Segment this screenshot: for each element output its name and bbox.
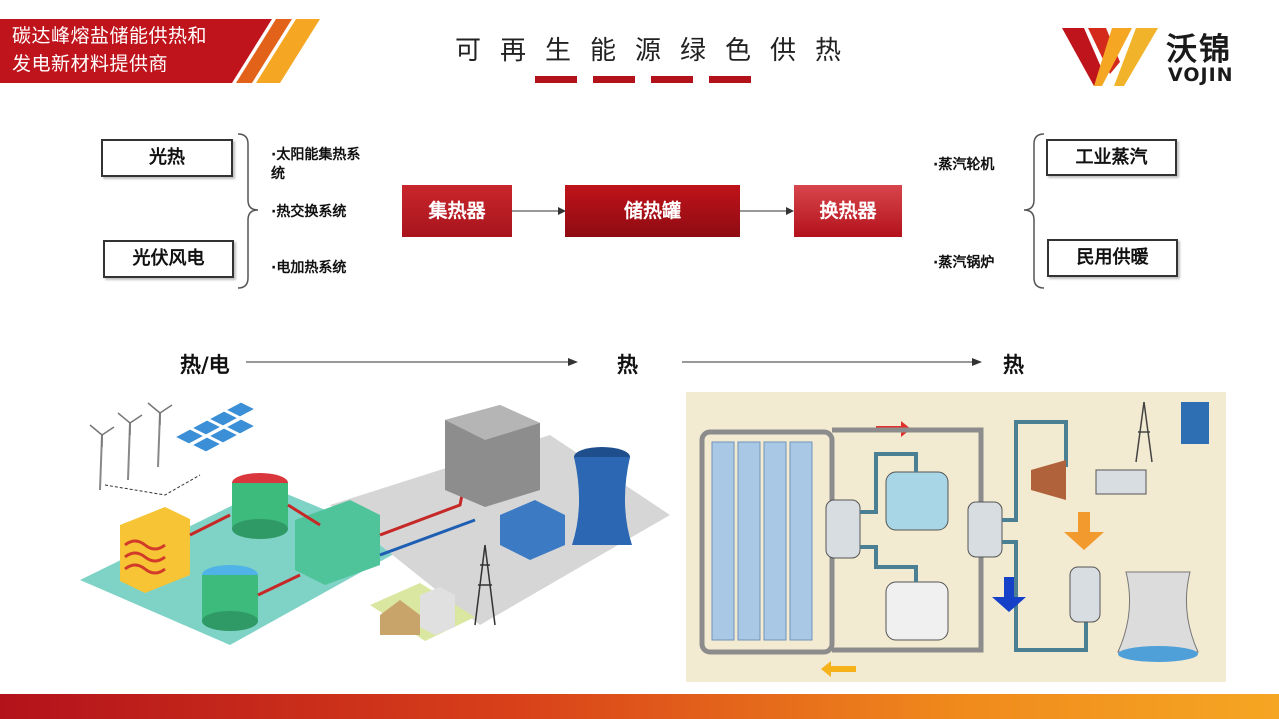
- title-underline-2: [593, 76, 635, 83]
- collector-box: 集热器: [402, 185, 512, 237]
- stage-heat-middle: 热: [617, 353, 638, 377]
- arrow-tank-to-exchanger: [740, 207, 794, 215]
- output-box-civil-heating: 民用供暖: [1047, 239, 1178, 277]
- source-box-solar-thermal: 光热: [101, 139, 233, 177]
- vojin-logo-icon: [1062, 28, 1158, 86]
- header-badge-shape: [0, 19, 320, 83]
- page-title: 可再生能源绿色供热: [455, 36, 861, 66]
- source-box-pv-wind: 光伏风电: [103, 240, 234, 278]
- header-badge-text: 碳达峰熔盐储能供热和 发电新材料提供商: [12, 22, 252, 78]
- logo-chinese-name: 沃锦: [1166, 32, 1232, 68]
- source-item-2: ·热交换系统: [271, 204, 347, 220]
- arrow-collector-to-tank: [512, 207, 566, 215]
- title-underline-3: [651, 76, 693, 83]
- badge-line-1: 碳达峰熔盐储能供热和: [12, 25, 208, 47]
- left-bracket: [237, 133, 259, 289]
- csp-steam-schematic-illustration: [686, 392, 1226, 682]
- title-underline-1: [535, 76, 577, 83]
- flow-arrow-2: [682, 358, 982, 366]
- stage-heat-end: 热: [1003, 353, 1024, 377]
- logo-english-name: VOJIN: [1168, 64, 1234, 86]
- heat-exchanger-box: 换热器: [794, 185, 902, 237]
- output-item-1: ·蒸汽轮机: [933, 157, 995, 173]
- badge-line-2: 发电新材料提供商: [12, 53, 169, 75]
- right-bracket: [1023, 133, 1045, 289]
- storage-tank-box: 储热罐: [565, 185, 740, 237]
- flow-arrow-1: [246, 358, 578, 366]
- bottom-gradient-strip: [0, 694, 1279, 719]
- molten-salt-plant-illustration: [80, 401, 670, 645]
- output-box-industrial-steam: 工业蒸汽: [1046, 139, 1177, 176]
- source-item-1: ·太阳能集热系统: [271, 147, 361, 182]
- title-underline-4: [709, 76, 751, 83]
- stage-heat-electricity: 热/电: [180, 353, 230, 377]
- source-item-3: ·电加热系统: [271, 260, 347, 276]
- output-item-2: ·蒸汽锅炉: [933, 255, 995, 271]
